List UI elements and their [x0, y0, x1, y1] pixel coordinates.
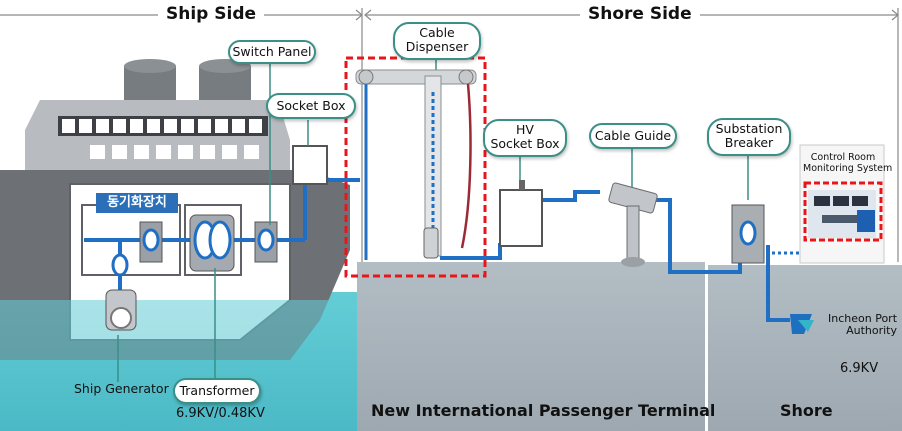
- hv-socket-box-line2: Socket Box: [490, 136, 560, 151]
- control-room-image: [799, 144, 885, 264]
- ship-socket-box: [292, 145, 328, 185]
- substation-breaker-line2: Breaker: [724, 135, 774, 150]
- shore-region-label: Shore: [780, 401, 833, 420]
- substation-breaker-callout: Substation Breaker: [707, 118, 791, 156]
- cable-guide-structure: [608, 182, 658, 267]
- substation-breaker-unit: [731, 204, 765, 264]
- shore-side-header: Shore Side: [580, 4, 700, 24]
- port-authority-line2: Authority: [846, 324, 898, 337]
- control-room-line1: Control Room: [810, 152, 876, 163]
- cable-dispenser-callout: Cable Dispenser: [393, 22, 481, 60]
- control-room-highlight: [803, 181, 883, 242]
- shore-ground: [708, 265, 902, 431]
- hv-socket-box-line1: HV: [516, 122, 534, 137]
- transformer-callout: Transformer: [173, 378, 261, 404]
- hv-socket-box-callout: HV Socket Box: [483, 119, 567, 157]
- substation-breaker-line1: Substation: [715, 121, 783, 136]
- switchgear-units: [105, 214, 278, 331]
- sync-device-label: 동기화장치: [96, 193, 178, 213]
- ship-voltage-label: 6.9KV/0.48KV: [176, 406, 265, 421]
- control-room-line2: Monitoring System: [803, 163, 893, 174]
- cable-dispenser-line2: Dispenser: [405, 39, 469, 54]
- cable-dispenser-line1: Cable: [419, 25, 455, 40]
- cable-guide-callout: Cable Guide: [589, 123, 677, 149]
- ship-generator-label: Ship Generator: [74, 381, 169, 396]
- switch-panel-callout: Switch Panel: [228, 40, 316, 64]
- port-authority-label: Incheon Port Authority: [828, 313, 897, 337]
- shore-voltage-label: 6.9KV: [840, 361, 879, 376]
- ship-side-header: Ship Side: [158, 4, 265, 24]
- socket-box-callout: Socket Box: [266, 93, 356, 119]
- terminal-region-label: New International Passenger Terminal: [371, 401, 716, 420]
- ship: [0, 59, 357, 431]
- terminal-ground: [357, 262, 705, 431]
- cable-dispenser: [355, 69, 477, 260]
- port-authority-logo: [790, 314, 814, 334]
- hv-socket-box: [499, 189, 543, 247]
- control-room-label: Control Room Monitoring System: [803, 152, 893, 174]
- ground-gap: [705, 262, 708, 431]
- port-authority-line1: Incheon Port: [828, 312, 898, 325]
